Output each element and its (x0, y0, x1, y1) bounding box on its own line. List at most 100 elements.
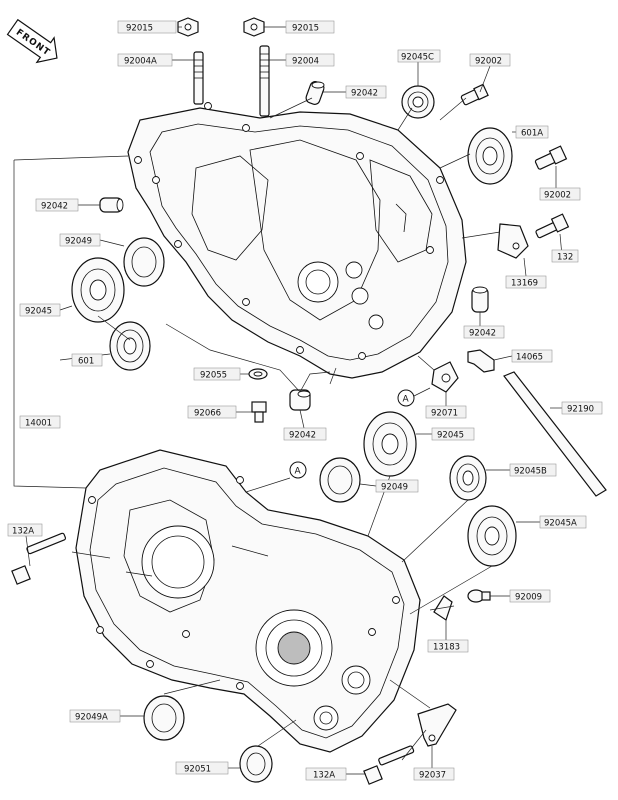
part-number-text: 92049A (75, 713, 108, 723)
part-number-text: 92004 (292, 57, 319, 67)
part-number-text: 14065 (516, 353, 543, 363)
bracket-92037 (417, 703, 457, 747)
bearing-92045A (467, 505, 517, 567)
label-92002-top: 92002 (469, 53, 511, 67)
seal-92049-upper (123, 237, 165, 287)
part-number-text: 92037 (419, 771, 446, 781)
lower-crankcase-half (75, 449, 421, 753)
part-number-text: 13169 (511, 279, 538, 289)
part-number-text: 92045B (514, 467, 547, 477)
part-number-text: 92049 (381, 483, 408, 493)
label-601A: 601A (515, 125, 549, 139)
bracket-13169 (497, 223, 529, 259)
label-92042-top: 92042 (345, 85, 387, 99)
part-number-text: 92045C (401, 53, 434, 63)
fitting-92071 (431, 361, 459, 393)
part-number-text: 92002 (475, 57, 502, 67)
part-number-text: A (295, 467, 302, 477)
label-92051: 92051 (175, 761, 229, 775)
upper-crankcase-half (127, 102, 467, 379)
label-92071: 92071 (425, 405, 467, 419)
label-92009: 92009 (509, 589, 551, 603)
part-number-text: 92045 (437, 431, 464, 441)
part-number-text: 92042 (351, 89, 378, 99)
label-92045C: 92045C (397, 49, 441, 63)
elbow-14065 (467, 349, 495, 373)
bearing-92045C (401, 85, 435, 119)
part-number-text: 92190 (567, 405, 594, 415)
seal-92049-lower (319, 457, 361, 503)
label-13169: 13169 (505, 275, 547, 289)
label-601: 601 (71, 353, 103, 367)
label-132: 132 (551, 249, 579, 263)
bolt-132A-left (11, 532, 67, 585)
hose-92190 (503, 371, 607, 497)
bearing-601 (109, 321, 151, 371)
seal-92051 (239, 745, 273, 783)
bearing-92045-lower (363, 411, 417, 477)
label-92004: 92004 (285, 53, 335, 67)
part-number-text: 132A (313, 771, 335, 781)
part-number-text: 92002 (544, 191, 571, 201)
part-number-text: 14001 (25, 419, 52, 429)
part-number-text: 92004A (124, 57, 157, 67)
label-14065: 14065 (511, 349, 553, 363)
part-number-text: 92015 (126, 24, 153, 34)
part-number-text: 92009 (515, 593, 542, 603)
bolt-92002-top (460, 83, 489, 106)
label-14001: 14001 (19, 415, 61, 429)
part-number-text: 13183 (433, 643, 460, 653)
part-number-text: 92071 (431, 409, 458, 419)
bearing-92045B (449, 455, 487, 501)
label-92049-lower: 92049 (375, 479, 419, 493)
part-number-text: 92066 (194, 409, 221, 419)
stud-92004 (259, 45, 270, 117)
seal-92049A (143, 695, 185, 741)
part-number-text: 92055 (200, 371, 227, 381)
label-92015-right: 92015 (285, 20, 335, 34)
leader-lines (13, 26, 563, 775)
part-number-text: 132A (12, 527, 34, 537)
label-92045A: 92045A (539, 515, 587, 529)
part-number-text: 92045 (25, 307, 52, 317)
bearing-601A (467, 127, 513, 185)
bolt-132 (535, 213, 570, 239)
part-number-text: 92015 (292, 24, 319, 34)
dowel-pin-center (289, 389, 311, 411)
label-92045-lower: 92045 (431, 427, 475, 441)
part-number-text: 601A (521, 129, 543, 139)
washer-92055 (248, 368, 268, 380)
callout-a-upper: A (397, 387, 431, 407)
part-number-text: 601 (78, 357, 94, 367)
label-92042-left: 92042 (35, 198, 79, 212)
label-92055: 92055 (193, 367, 241, 381)
dowel-pin-top (305, 81, 325, 105)
label-92045B: 92045B (509, 463, 557, 477)
front-arrow-marker: FRONT (6, 18, 58, 64)
label-132A-bottom: 132A (305, 767, 347, 781)
bolt-92009 (467, 589, 491, 603)
label-92042-right: 92042 (463, 325, 505, 339)
nut-92015-left (177, 17, 199, 37)
label-92190: 92190 (561, 401, 603, 415)
label-92049-upper: 92049 (59, 233, 101, 247)
nut-92015-right (243, 17, 265, 37)
label-92002-mid: 92002 (539, 187, 581, 201)
bearing-92045-upper (71, 257, 125, 323)
part-labels: 92015 92015 92004A 92004 92045C 92002 92… (7, 20, 603, 781)
plug-92066 (251, 401, 267, 423)
dowel-pin-right (471, 286, 489, 313)
label-92049A: 92049A (69, 709, 121, 723)
part-number-text: 92049 (65, 237, 92, 247)
label-92066: 92066 (187, 405, 237, 419)
label-92015-left: 92015 (117, 20, 177, 34)
part-number-text: 92042 (469, 329, 496, 339)
stud-92004A (193, 51, 204, 105)
label-13183: 13183 (427, 639, 469, 653)
bolt-132A-bottom (363, 745, 415, 785)
callout-a-lower: A (289, 461, 307, 479)
label-92042-center: 92042 (283, 427, 327, 441)
part-number-text: 92042 (41, 202, 68, 212)
bolt-92002-mid (534, 145, 568, 170)
